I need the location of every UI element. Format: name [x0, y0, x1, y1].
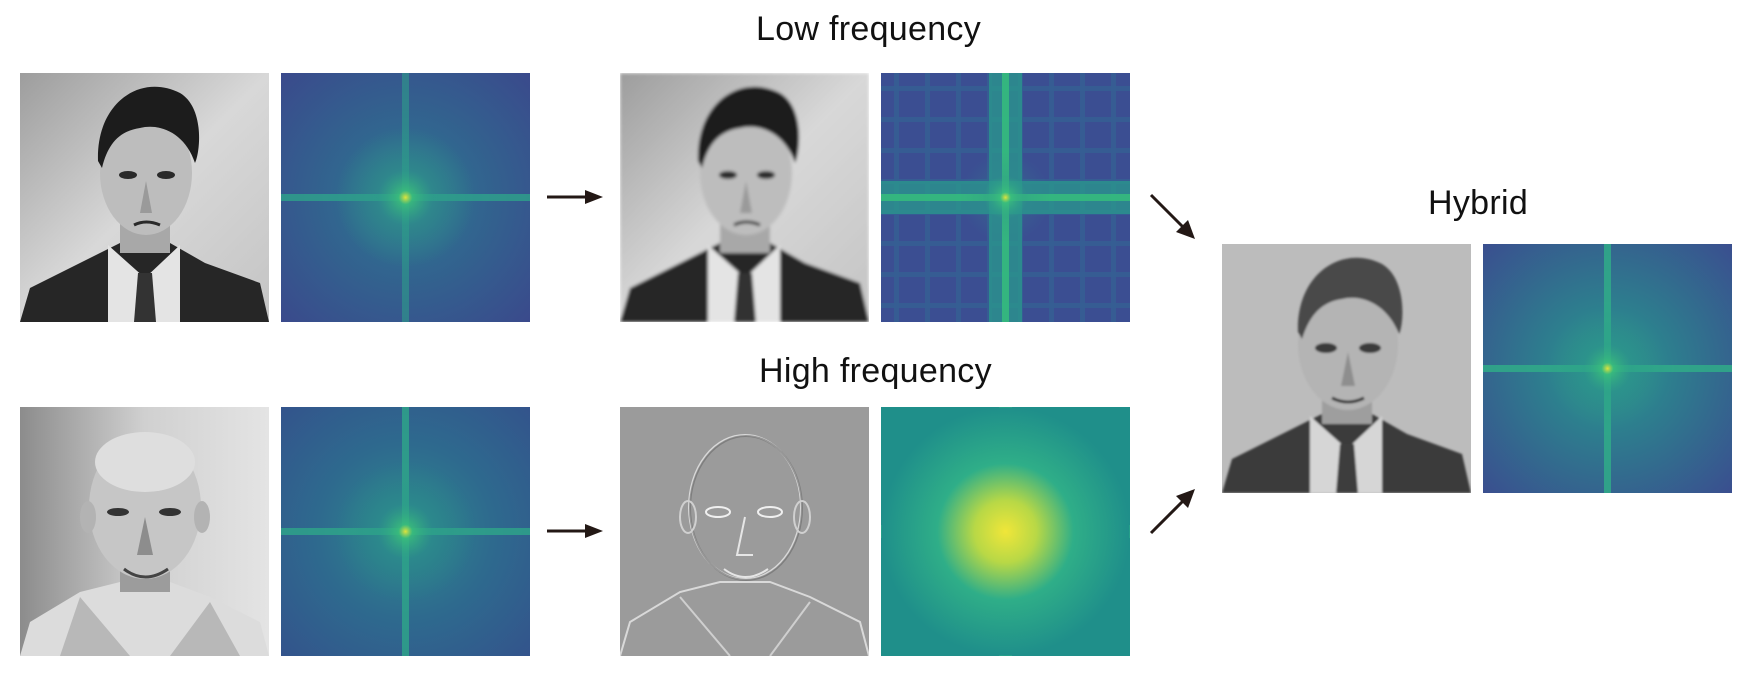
high-frequency-label: High frequency: [759, 352, 992, 390]
arrow-up-right-icon: [1149, 489, 1195, 535]
hybrid-photo: [1222, 244, 1471, 493]
old-man-photo: [20, 407, 269, 656]
arrow-right-icon: [547, 190, 603, 204]
young-man-photo: [20, 73, 269, 322]
high-pass-spectrum: [881, 407, 1130, 656]
hybrid-label: Hybrid: [1428, 184, 1529, 222]
low-frequency-label: Low frequency: [756, 10, 982, 48]
arrow-down-right-icon: [1149, 193, 1195, 239]
young-man-spectrum: [281, 73, 530, 322]
old-man-spectrum: [281, 407, 530, 656]
hybrid-spectrum: [1483, 244, 1732, 493]
low-pass-photo: [620, 73, 869, 322]
low-pass-spectrum: [881, 73, 1130, 322]
arrow-right-icon: [547, 524, 603, 538]
high-pass-photo: [620, 407, 869, 656]
